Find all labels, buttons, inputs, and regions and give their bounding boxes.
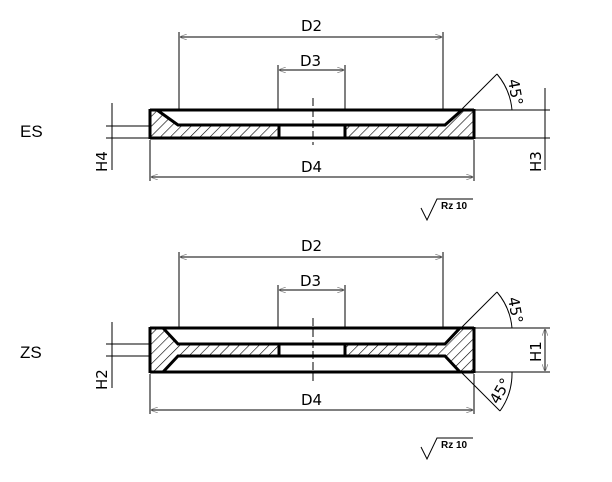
es-rz-label: Rz 10 xyxy=(441,201,468,212)
es-surface-roughness: Rz 10 xyxy=(420,198,473,222)
es-label: ES xyxy=(20,122,43,141)
zs-section-left xyxy=(150,328,279,372)
es-d3-label: D3 xyxy=(300,52,321,70)
es-h3-label: H3 xyxy=(527,151,545,172)
zs-surface-roughness: Rz 10 xyxy=(420,437,473,461)
zs-dimension-lines xyxy=(106,252,550,414)
zs-angle-top-label: 45° xyxy=(504,296,526,325)
es-section-left xyxy=(150,110,278,137)
zs-d4-label: D4 xyxy=(301,391,322,409)
zs-section-right xyxy=(345,328,474,372)
es-section-right xyxy=(345,110,474,137)
es-outline xyxy=(148,108,476,140)
zs-angle-bottom-label: 45° xyxy=(486,375,515,407)
es-dimension-lines xyxy=(106,32,550,181)
es-d2-label: D2 xyxy=(301,17,322,35)
zs-view: ZS D2 xyxy=(20,237,550,461)
es-h4-label: H4 xyxy=(93,151,111,172)
zs-h1-label: H1 xyxy=(527,341,545,362)
zs-d3-label: D3 xyxy=(300,272,321,290)
es-angle-label: 45° xyxy=(504,78,526,107)
zs-outline xyxy=(148,326,476,374)
zs-label: ZS xyxy=(20,343,42,362)
zs-d2-label: D2 xyxy=(301,237,322,255)
es-view: ES D2 D3 D4 H4 xyxy=(20,17,550,222)
zs-h2-label: H2 xyxy=(93,369,111,390)
zs-rz-label: Rz 10 xyxy=(441,440,468,451)
es-d4-label: D4 xyxy=(301,158,322,176)
